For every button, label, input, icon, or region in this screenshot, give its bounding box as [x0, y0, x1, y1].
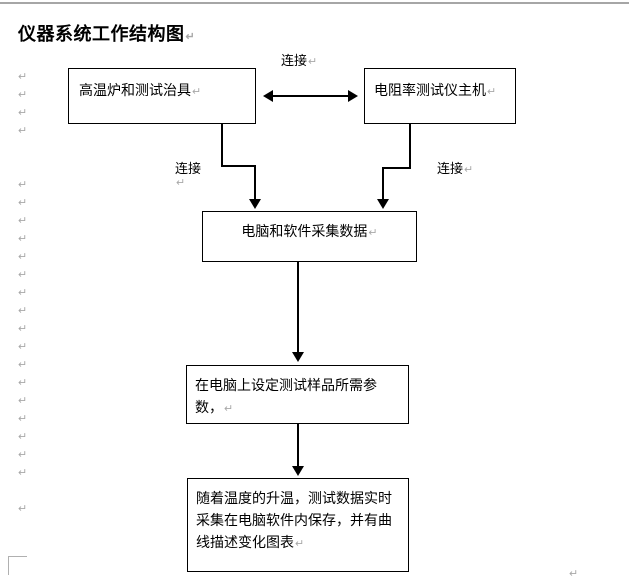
- connector-line: [382, 167, 384, 201]
- paragraph-mark-icon: ↵: [18, 323, 28, 335]
- flow-box-record-line1: 随着温度的升温，测试数据实时: [196, 490, 392, 506]
- connector-line: [382, 167, 411, 169]
- paragraph-mark-icon: ↵: [18, 341, 28, 353]
- arrowhead-right-icon: [348, 90, 358, 102]
- paragraph-mark-icon: ↵: [569, 568, 579, 580]
- paragraph-mark-icon: ↵: [18, 197, 28, 209]
- connector-line: [273, 95, 348, 97]
- flow-box-collector-label: 电脑和软件采集数据↵: [241, 223, 378, 239]
- connector-line: [409, 124, 411, 169]
- paragraph-mark-icon: ↵: [18, 71, 28, 83]
- connector-label-top: 连接↵: [281, 53, 318, 68]
- paragraph-mark-icon: ↵: [176, 177, 186, 189]
- page-title: 仪器系统工作结构图↵: [18, 20, 195, 46]
- paragraph-mark-icon: ↵: [192, 86, 202, 98]
- paragraph-mark-icon: ↵: [18, 287, 28, 299]
- paragraph-mark-icon: ↵: [18, 215, 28, 227]
- flow-box-collector[interactable]: 电脑和软件采集数据↵: [202, 211, 417, 262]
- paragraph-mark-icon: ↵: [18, 269, 28, 281]
- paragraph-mark-icon: ↵: [308, 56, 318, 68]
- paragraph-mark-icon: ↵: [224, 403, 234, 415]
- flow-box-furnace-label: 高温炉和测试治具↵: [79, 82, 202, 98]
- flow-box-tester[interactable]: 电阻率测试仪主机↵: [364, 68, 516, 124]
- paragraph-mark-icon: ↵: [368, 227, 378, 239]
- arrowhead-down-icon: [377, 199, 389, 209]
- paragraph-mark-icon: ↵: [18, 305, 28, 317]
- flow-box-furnace[interactable]: 高温炉和测试治具↵: [68, 68, 256, 124]
- flow-box-params[interactable]: 在电脑上设定测试样品所需参 数，↵: [186, 365, 409, 424]
- paragraph-mark-icon: ↵: [18, 89, 28, 101]
- connector-line: [297, 262, 299, 354]
- paragraph-mark-icon: ↵: [18, 449, 28, 461]
- page-title-text: 仪器系统工作结构图: [18, 24, 185, 44]
- connector-line: [297, 424, 299, 469]
- arrowhead-down-icon: [292, 352, 304, 362]
- paragraph-mark-icon: ↵: [18, 125, 28, 137]
- paragraph-mark-icon: ↵: [295, 538, 305, 550]
- paragraph-mark-icon: ↵: [18, 359, 28, 371]
- connector-line: [221, 124, 223, 167]
- connector-line: [221, 165, 256, 167]
- connector-line: [254, 165, 256, 201]
- paragraph-mark-icon: ↵: [18, 503, 28, 515]
- flow-box-record[interactable]: 随着温度的升温，测试数据实时 采集在电脑软件内保存，并有曲 线描述变化图表↵: [187, 478, 409, 572]
- flow-box-record-line2: 采集在电脑软件内保存，并有曲: [196, 512, 392, 528]
- connector-label-right: 连接↵: [437, 161, 474, 176]
- arrowhead-down-icon: [249, 199, 261, 209]
- paragraph-mark-icon: ↵: [185, 31, 196, 43]
- flow-box-params-line1: 在电脑上设定测试样品所需参: [195, 377, 377, 393]
- connector-label-left: 连接: [175, 161, 202, 176]
- paragraph-mark-icon: ↵: [18, 251, 28, 263]
- page-corner-mark: [8, 556, 27, 575]
- paragraph-mark-icon: ↵: [18, 179, 28, 191]
- paragraph-mark-icon: ↵: [18, 413, 28, 425]
- paragraph-mark-icon: ↵: [18, 233, 28, 245]
- arrowhead-left-icon: [263, 90, 273, 102]
- paragraph-mark-icon: ↵: [18, 377, 28, 389]
- paragraph-mark-icon: ↵: [487, 86, 497, 98]
- arrowhead-down-icon: [292, 466, 304, 476]
- flow-box-tester-label: 电阻率测试仪主机↵: [374, 82, 497, 98]
- paragraph-mark-icon: ↵: [18, 395, 28, 407]
- paragraph-mark-icon: ↵: [18, 431, 28, 443]
- flow-box-params-line2: 数，↵: [195, 399, 234, 415]
- paragraph-mark-icon: ↵: [18, 467, 28, 479]
- paragraph-mark-icon: ↵: [18, 107, 28, 119]
- flow-box-record-line3: 线描述变化图表↵: [196, 534, 305, 550]
- page-top-rule: [0, 2, 629, 4]
- paragraph-mark-icon: ↵: [464, 164, 474, 176]
